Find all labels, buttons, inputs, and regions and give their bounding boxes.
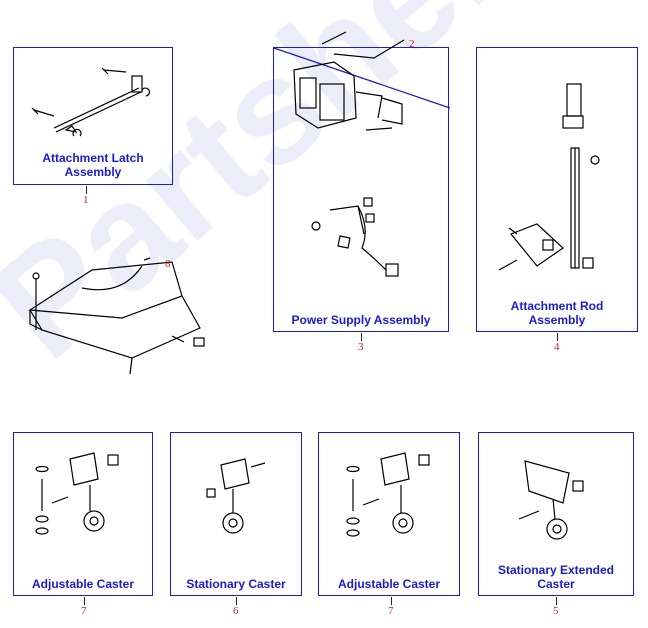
attachment-latch-panel[interactable]: Attachment Latch Assembly — [13, 47, 173, 185]
attachment-latch-drawing — [31, 67, 150, 137]
callout-number: 1 — [83, 194, 89, 206]
callout-number: 5 — [553, 605, 559, 617]
callout-leader — [84, 597, 85, 605]
callout-leader — [391, 597, 392, 605]
stationary-extended-caster-panel[interactable]: Stationary Extended Caster — [478, 432, 634, 596]
caster-title: Stationary Caster — [186, 577, 286, 591]
callout-2: 2 — [409, 38, 415, 50]
adjustable-caster-drawing — [35, 452, 119, 535]
callout-leader — [556, 597, 557, 605]
stationary-caster-panel[interactable]: Stationary Caster — [170, 432, 302, 596]
callout-leader — [557, 333, 558, 341]
callout-number: 3 — [358, 341, 364, 353]
callout-number: 6 — [233, 605, 239, 617]
stationary-caster-drawing — [206, 458, 266, 534]
caster-title: Adjustable Caster — [337, 577, 441, 591]
adjustable-caster-panel[interactable]: Adjustable Caster — [13, 432, 153, 596]
caster-title: Adjustable Caster — [31, 577, 135, 591]
adjustable-caster-panel[interactable]: Adjustable Caster — [318, 432, 460, 596]
callout-number: 7 — [81, 605, 87, 617]
callout-leader — [236, 597, 237, 605]
callout-8: 8 — [165, 258, 171, 270]
callout-leader — [86, 186, 87, 194]
callout-leader — [361, 333, 362, 341]
caster-title: Stationary Extended Caster — [497, 563, 615, 591]
adjustable-caster-drawing — [346, 452, 430, 537]
attachment-rod-panel[interactable]: Attachment Rod Assembly — [476, 47, 638, 332]
attachment-rod-title: Attachment Rod Assembly — [510, 299, 604, 327]
power-supply-drawing — [273, 31, 451, 277]
attachment-rod-drawing — [498, 83, 600, 271]
power-supply-panel[interactable]: Power Supply Assembly — [273, 31, 451, 332]
stationary-extended-caster-drawing — [518, 460, 584, 540]
callout-number: 7 — [388, 605, 394, 617]
callout-number: 4 — [554, 341, 560, 353]
attachment-latch-title: Attachment Latch Assembly — [42, 151, 144, 179]
power-supply-title: Power Supply Assembly — [291, 313, 431, 327]
cover-drawing — [28, 257, 205, 375]
